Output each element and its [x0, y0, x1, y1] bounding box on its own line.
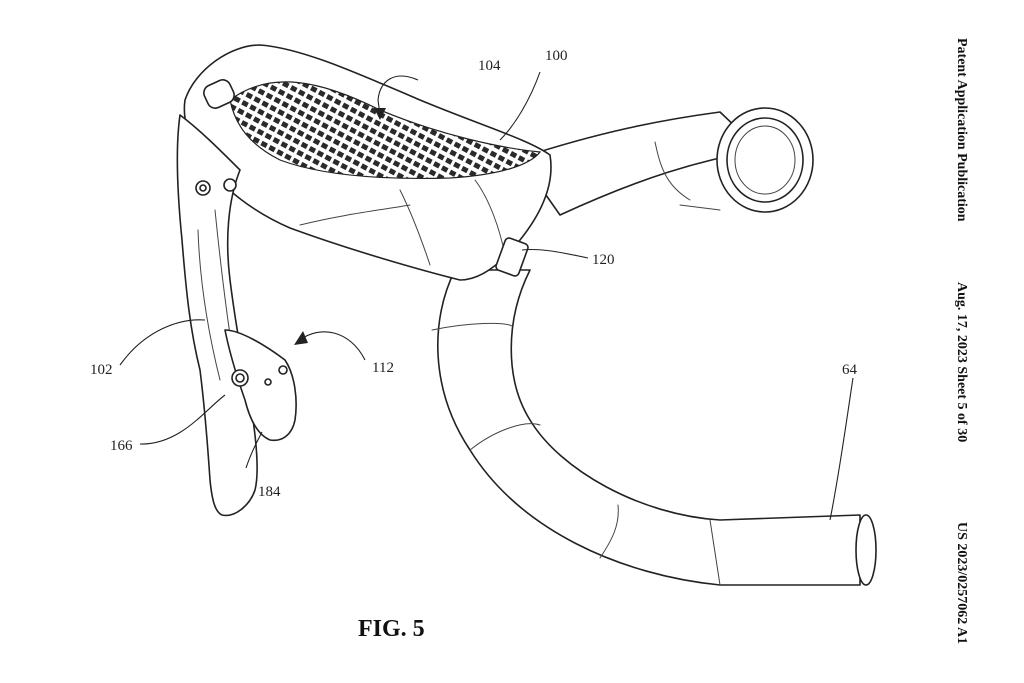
ref-104: 104 — [478, 58, 501, 74]
ref-102: 102 — [90, 362, 113, 378]
patent-header: Patent Application Publication Aug. 17, … — [954, 38, 969, 644]
publication-number: US 2023/0257062 A1 — [954, 522, 969, 644]
leader-lines — [119, 71, 854, 521]
ref-120: 120 — [592, 252, 615, 268]
ref-112: 112 — [372, 360, 394, 376]
figure-label: FIG. 5 — [358, 616, 425, 642]
ref-64: 64 — [842, 362, 858, 378]
publication-type: Patent Application Publication — [954, 38, 969, 222]
ref-100: 100 — [545, 48, 568, 64]
brake-lever — [176, 114, 258, 517]
shift-paddle — [224, 329, 297, 442]
ref-166: 166 — [110, 438, 133, 454]
handlebar-clamp — [654, 107, 814, 213]
handlebar-drop — [431, 111, 877, 586]
date-sheet: Aug. 17, 2023 Sheet 5 of 30 — [954, 282, 969, 442]
shifter-body — [183, 44, 552, 281]
ref-184: 184 — [258, 484, 281, 500]
